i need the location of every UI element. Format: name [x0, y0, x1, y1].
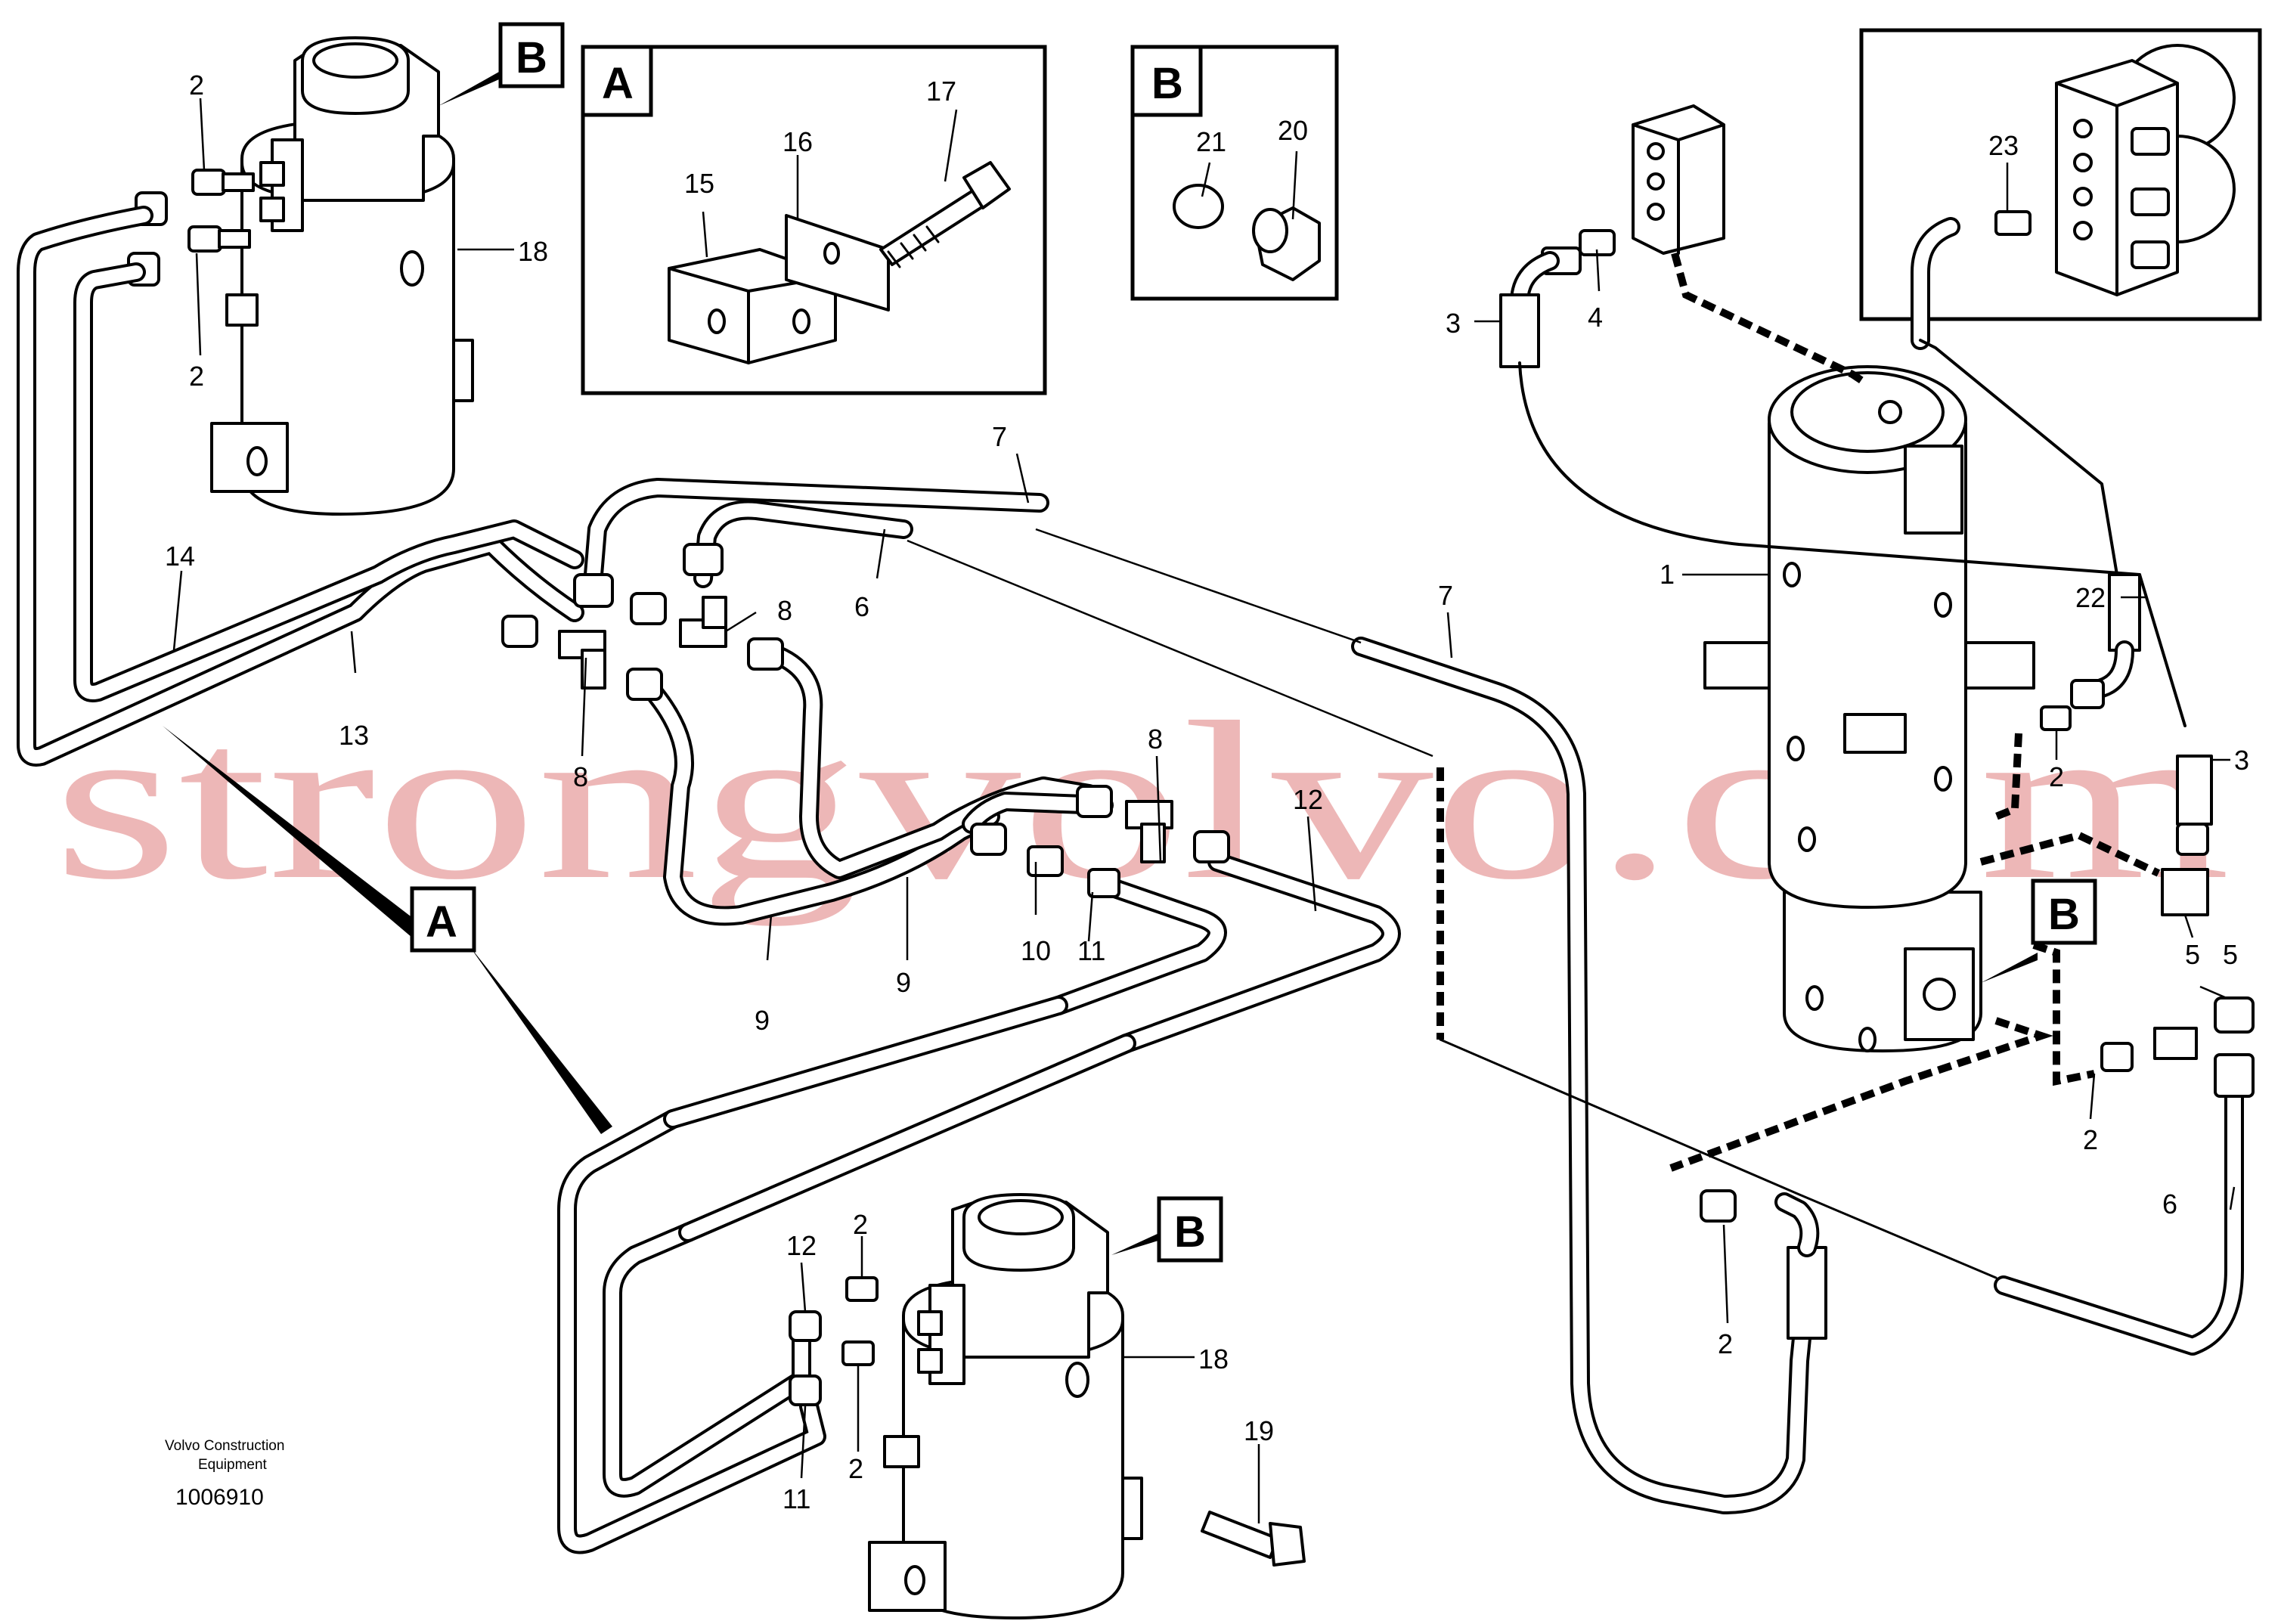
callout-21: 21 — [1196, 126, 1226, 157]
leader-lines — [172, 98, 2236, 1523]
junction-block — [1499, 104, 1725, 368]
callout-22: 22 — [2075, 582, 2106, 613]
callout-8-a: 8 — [573, 761, 588, 792]
callout-14: 14 — [165, 541, 195, 572]
hose-right — [1994, 996, 2255, 1356]
dashed-reference-lines — [907, 252, 2161, 1279]
callout-3-b: 3 — [2234, 745, 2249, 776]
rotary-valve-top-left — [210, 36, 474, 516]
detail-box-a: A — [581, 45, 1047, 395]
callout-box-a-mid: A — [426, 897, 457, 947]
callout-11-b: 11 — [783, 1483, 810, 1514]
detail-box-b: B — [1130, 45, 1339, 301]
callout-19: 19 — [1244, 1415, 1274, 1446]
fittings-center — [501, 543, 1230, 898]
callout-18-bottom: 18 — [1198, 1344, 1229, 1375]
fittings-top-left — [127, 169, 255, 287]
callout-boxes: B A B B — [410, 22, 2097, 1263]
callout-6-a: 6 — [854, 591, 869, 622]
hoses-top-right — [1518, 339, 2213, 916]
callout-5-a: 5 — [2185, 939, 2200, 970]
callout-23: 23 — [1988, 130, 2019, 161]
callout-2-top-a: 2 — [189, 70, 204, 101]
callout-box-b-right: B — [2048, 890, 2080, 939]
callout-box-b-top: B — [516, 33, 547, 82]
callout-6-b: 6 — [2162, 1189, 2177, 1220]
callout-10: 10 — [1021, 935, 1051, 966]
callout-15: 15 — [684, 168, 714, 199]
callout-2-c: 2 — [2049, 761, 2064, 792]
callout-2-top-b: 2 — [189, 361, 204, 392]
callout-7-b: 7 — [1438, 580, 1453, 611]
callout-11-a: 11 — [1077, 935, 1105, 966]
callout-2-d: 2 — [2083, 1124, 2098, 1155]
caption-block: Volvo Construction Equipment 1006910 — [165, 1438, 284, 1510]
tube-set-bottom — [557, 996, 1136, 1554]
callout-2-bottom-a: 2 — [853, 1209, 868, 1240]
callout-18-top: 18 — [518, 236, 548, 267]
caption-line-1: Volvo Construction — [165, 1438, 284, 1454]
detail-label-a: A — [602, 59, 634, 108]
callout-9-a: 9 — [755, 1005, 770, 1036]
detail-box-valve-block — [1859, 28, 2262, 350]
tube-set-center — [584, 478, 1401, 1053]
tube-set-left — [17, 206, 584, 767]
callout-16: 16 — [783, 126, 813, 157]
callout-1: 1 — [1660, 559, 1675, 590]
callout-3-a: 3 — [1446, 308, 1461, 339]
callout-7-a: 7 — [992, 421, 1007, 452]
callout-12-b: 12 — [786, 1230, 817, 1261]
callout-4: 4 — [1588, 302, 1603, 333]
callout-5-b: 5 — [2223, 939, 2238, 970]
callout-2-bottom-b: 2 — [848, 1453, 863, 1484]
callout-box-b-bottom: B — [1174, 1207, 1206, 1257]
callout-9-b: 9 — [896, 967, 911, 998]
rotary-valve-bottom — [868, 1193, 1306, 1619]
detail-label-b: B — [1151, 59, 1183, 108]
callout-20: 20 — [1278, 115, 1308, 146]
pointer-arrows — [163, 72, 2038, 1255]
rotary-joint-main — [1703, 365, 2035, 1052]
callout-17: 17 — [926, 76, 956, 107]
tube-long-right — [1351, 637, 1827, 1514]
catalog-number: 1006910 — [175, 1485, 264, 1510]
callout-12-a: 12 — [1293, 784, 1323, 815]
callout-8-b: 8 — [777, 595, 792, 626]
callout-numbers: 2 2 18 14 13 8 8 8 7 7 6 6 9 9 10 11 11 … — [165, 70, 2249, 1514]
callout-2-e: 2 — [1718, 1328, 1733, 1359]
callout-13: 13 — [339, 720, 369, 751]
callout-8-c: 8 — [1148, 724, 1163, 755]
caption-line-2: Equipment — [198, 1457, 268, 1473]
